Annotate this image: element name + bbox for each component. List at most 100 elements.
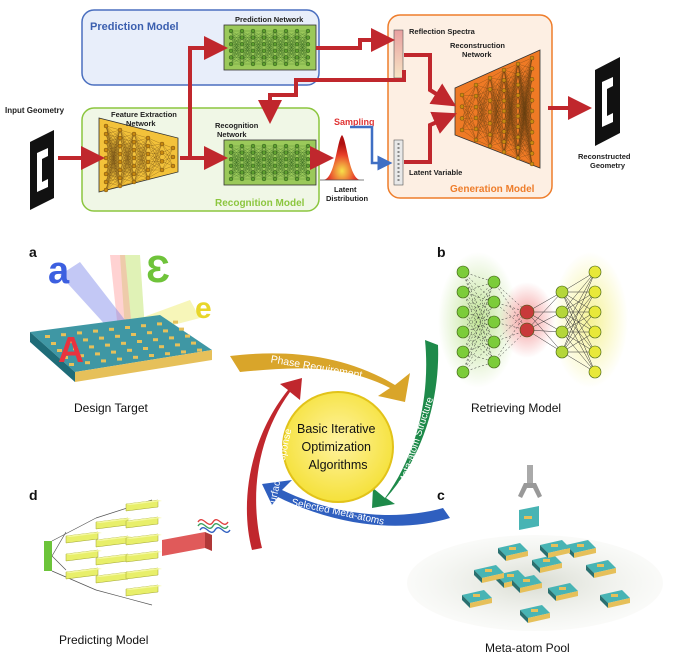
meta-atom-dot	[197, 348, 202, 352]
network-node	[305, 143, 311, 149]
network-node	[305, 35, 311, 40]
network-node	[170, 163, 176, 169]
network-node	[131, 139, 137, 145]
meta-atom-dot	[169, 336, 174, 340]
meta-atom-dot	[83, 338, 88, 342]
network-node	[529, 129, 535, 135]
network-node	[250, 35, 256, 40]
network-node	[103, 179, 109, 185]
metasurface-response-arrow	[246, 378, 302, 550]
meta-atom-dot	[77, 331, 82, 335]
network-node	[588, 325, 602, 339]
network-node	[305, 170, 311, 175]
network-node	[272, 157, 278, 162]
network-node	[456, 325, 470, 339]
network-node	[272, 170, 278, 175]
network-node	[239, 143, 245, 149]
network-node	[131, 131, 137, 137]
network-node	[103, 147, 109, 153]
meta-atom-dot	[137, 340, 142, 343]
network-node	[228, 55, 234, 60]
network-node	[459, 127, 465, 133]
network-node	[487, 355, 501, 369]
network-node	[529, 66, 535, 71]
network-node	[555, 325, 569, 339]
network-node	[117, 167, 123, 173]
network-node	[487, 295, 501, 309]
network-node	[272, 35, 278, 40]
network-node	[515, 103, 521, 108]
meta-atom-dot	[111, 350, 116, 354]
network-node	[305, 163, 311, 168]
network-node	[487, 143, 493, 149]
network-node	[305, 48, 311, 53]
meta-atom-dot	[185, 334, 190, 338]
network-node	[272, 48, 278, 53]
meta-atom-dot	[159, 345, 164, 349]
network-node	[283, 150, 289, 155]
network-node	[501, 98, 507, 103]
network-node	[473, 137, 479, 143]
input-geometry-icon	[30, 130, 54, 210]
network-node	[529, 98, 535, 103]
network-node	[145, 159, 151, 165]
network-node	[239, 150, 245, 155]
network-node	[261, 143, 267, 149]
layer-block	[125, 550, 159, 563]
network-node	[501, 139, 507, 144]
network-node	[515, 145, 521, 150]
meta-atom-dot	[109, 327, 114, 331]
network-node	[515, 72, 521, 77]
reconstructed-geometry-icon	[595, 57, 620, 146]
network-node	[487, 132, 493, 137]
network-node	[529, 151, 535, 156]
network-node	[305, 150, 311, 155]
network-node	[519, 322, 535, 338]
network-node	[283, 61, 289, 67]
network-node	[283, 176, 289, 182]
network-node	[588, 285, 602, 299]
network-node	[261, 170, 267, 175]
network-node	[117, 143, 123, 149]
network-node	[261, 157, 267, 162]
network-node	[501, 119, 507, 124]
panel-label-d: d	[29, 487, 38, 503]
network-node	[555, 345, 569, 359]
network-node	[515, 134, 521, 140]
panel-label-c: c	[437, 487, 445, 503]
network-node	[487, 121, 493, 126]
network-node	[487, 335, 501, 349]
latent-distribution-icon	[320, 135, 364, 181]
network-node	[459, 104, 465, 109]
meta-atom-dot	[143, 347, 148, 350]
recognition-network-label: Recognition Network	[215, 121, 260, 139]
network-node	[294, 150, 300, 155]
predicting-model-label: Predicting Model	[59, 633, 148, 647]
layer-block	[65, 567, 99, 580]
network-node	[228, 61, 234, 67]
network-node	[239, 61, 245, 67]
network-node	[294, 42, 300, 47]
feature-extraction-network	[98, 117, 179, 193]
meta-atom-dot	[85, 361, 90, 365]
network-node	[283, 28, 289, 34]
retrieving-model-network	[438, 252, 628, 388]
target-letter-e: e	[195, 292, 212, 325]
network-node	[239, 42, 245, 47]
network-node	[555, 285, 569, 299]
network-node	[283, 48, 289, 53]
network-node	[250, 55, 256, 60]
network-node	[250, 61, 256, 67]
network-node	[170, 154, 176, 160]
meta-atom-structure-label: Meta-atom Structure	[397, 395, 436, 485]
network-node	[294, 163, 300, 168]
network-node	[250, 42, 256, 47]
network-node	[131, 163, 137, 169]
network-node	[283, 42, 289, 47]
network-node	[459, 116, 465, 121]
network-node	[272, 42, 278, 47]
reconstruction-network	[454, 49, 541, 169]
network-node	[456, 285, 470, 299]
network-node	[529, 119, 535, 124]
layer-block	[125, 584, 159, 597]
